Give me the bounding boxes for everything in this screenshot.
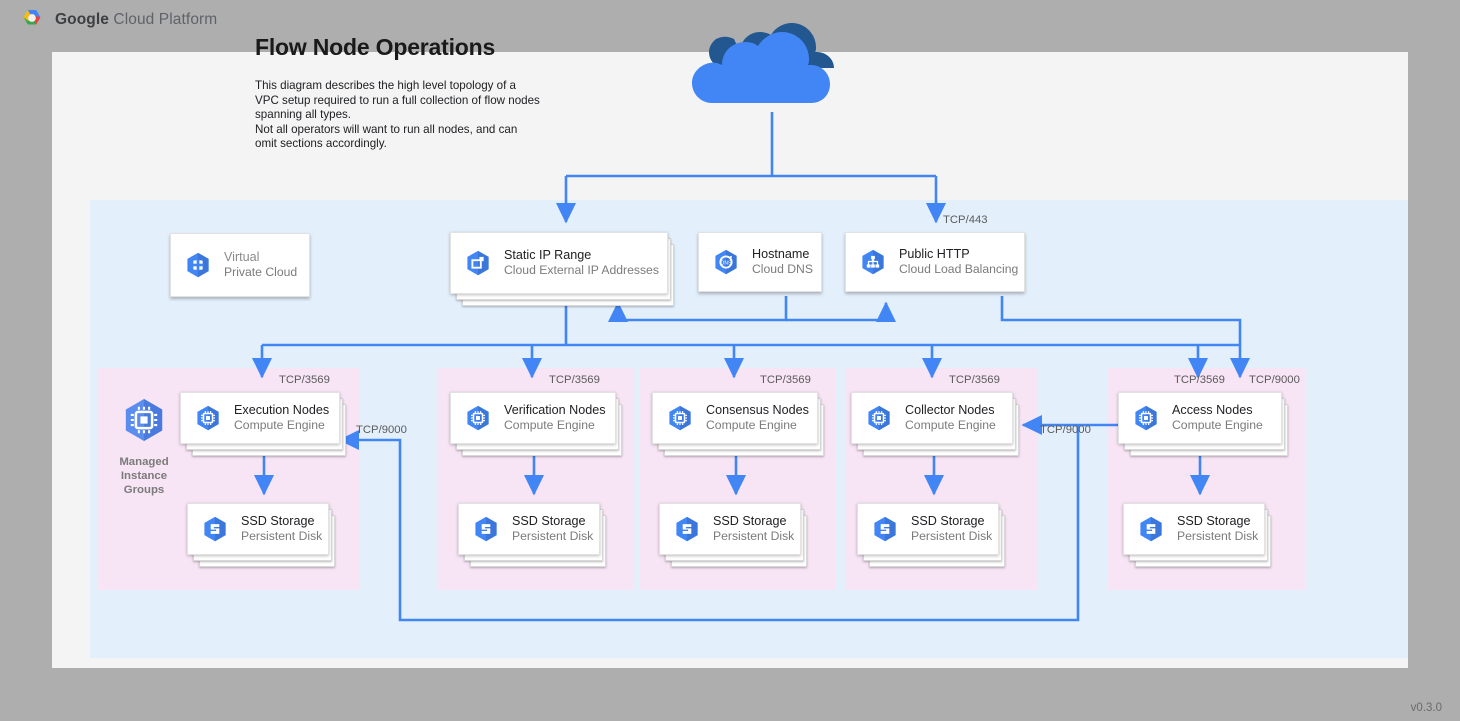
port-label-access-to-collector: TCP/9000	[1040, 424, 1091, 436]
gcp-brand-title: Google Cloud Platform	[55, 11, 217, 29]
virtual-private-cloud-icon	[187, 252, 209, 278]
compute-engine-icon	[197, 405, 219, 431]
storage-title: SSD Storage	[911, 514, 985, 528]
node-card-collector-nodes[interactable]: Collector Nodes Compute Engine	[851, 392, 1019, 456]
cloud-load-balancing-icon	[862, 249, 884, 275]
node-card-virtual-private-cloud[interactable]: Virtual Private Cloud	[170, 233, 310, 297]
port-label-collector: TCP/3569	[949, 374, 1000, 386]
compute-engine-icon	[467, 405, 489, 431]
storage-subtitle: Persistent Disk	[911, 529, 993, 543]
storage-card-execution[interactable]: SSD Storage Persistent Disk	[187, 503, 335, 567]
node-subtitle: Compute Engine	[706, 418, 797, 432]
version-label: v0.3.0	[1410, 702, 1442, 714]
persistent-disk-icon	[676, 516, 698, 542]
node-card-access-nodes[interactable]: Access Nodes Compute Engine	[1118, 392, 1288, 456]
gcp-header: Google Cloud Platform	[18, 6, 217, 34]
storage-subtitle: Persistent Disk	[1177, 529, 1259, 543]
storage-title: SSD Storage	[713, 514, 787, 528]
node-title: Virtual	[224, 250, 260, 264]
storage-card-consensus[interactable]: SSD Storage Persistent Disk	[659, 503, 807, 567]
node-title: Consensus Nodes	[706, 403, 809, 417]
node-subtitle: Cloud Load Balancing	[899, 262, 1019, 276]
gcp-brand-bold: Google	[55, 11, 109, 28]
gcp-hexagon-logo-icon	[23, 10, 41, 25]
persistent-disk-icon	[1140, 516, 1162, 542]
node-title: Execution Nodes	[234, 403, 330, 417]
node-title: Static IP Range	[504, 248, 592, 262]
port-label-consensus: TCP/3569	[760, 374, 811, 386]
persistent-disk-icon	[204, 516, 226, 542]
storage-card-collector[interactable]: SSD Storage Persistent Disk	[857, 503, 1005, 567]
node-subtitle: Compute Engine	[234, 418, 325, 432]
port-label-access: TCP/3569	[1174, 374, 1225, 386]
node-title: Hostname	[752, 247, 810, 261]
node-subtitle: Compute Engine	[905, 418, 996, 432]
diagram-description: This diagram describes the high level to…	[255, 79, 540, 151]
node-card-consensus-nodes[interactable]: Consensus Nodes Compute Engine	[652, 392, 824, 456]
node-subtitle: Private Cloud	[224, 265, 298, 279]
node-title: Verification Nodes	[504, 403, 606, 417]
storage-title: SSD Storage	[241, 514, 315, 528]
storage-card-access[interactable]: SSD Storage Persistent Disk	[1123, 503, 1271, 567]
storage-subtitle: Persistent Disk	[713, 529, 795, 543]
port-label-execution: TCP/3569	[279, 374, 330, 386]
storage-title: SSD Storage	[512, 514, 586, 528]
compute-engine-icon	[669, 405, 691, 431]
node-card-verification-nodes[interactable]: Verification Nodes Compute Engine	[450, 392, 622, 456]
node-card-execution-nodes[interactable]: Execution Nodes Compute Engine	[180, 392, 346, 456]
storage-subtitle: Persistent Disk	[241, 529, 323, 543]
cloud-icon	[692, 23, 834, 103]
node-subtitle: Cloud External IP Addresses	[504, 263, 659, 277]
compute-engine-icon	[1135, 405, 1157, 431]
compute-engine-icon	[868, 405, 890, 431]
persistent-disk-icon	[874, 516, 896, 542]
node-title: Access Nodes	[1172, 403, 1253, 417]
storage-card-verification[interactable]: SSD Storage Persistent Disk	[458, 503, 606, 567]
node-card-public-http[interactable]: Public HTTP Cloud Load Balancing	[845, 232, 1025, 292]
persistent-disk-icon	[475, 516, 497, 542]
external-ip-icon	[467, 250, 489, 276]
node-subtitle: Compute Engine	[504, 418, 595, 432]
node-subtitle: Cloud DNS	[752, 262, 813, 276]
svg-text:DNS: DNS	[721, 260, 732, 266]
page-title: Flow Node Operations	[255, 34, 496, 60]
cloud-dns-icon: DNS	[715, 249, 737, 275]
node-title: Public HTTP	[899, 247, 970, 261]
gcp-brand-rest: Cloud Platform	[109, 11, 218, 28]
port-label-access-extra: TCP/9000	[1249, 374, 1300, 386]
node-subtitle: Compute Engine	[1172, 418, 1263, 432]
managed-instance-groups-icon	[125, 399, 163, 441]
port-label-access-to-execution: TCP/9000	[356, 424, 407, 436]
storage-title: SSD Storage	[1177, 514, 1251, 528]
port-label-verification: TCP/3569	[549, 374, 600, 386]
node-card-static-ip-range[interactable]: Static IP Range Cloud External IP Addres…	[450, 232, 674, 306]
storage-subtitle: Persistent Disk	[512, 529, 594, 543]
port-label-lb-https: TCP/443	[943, 214, 988, 226]
node-card-hostname[interactable]: DNS Hostname Cloud DNS	[698, 232, 822, 292]
node-title: Collector Nodes	[905, 403, 995, 417]
